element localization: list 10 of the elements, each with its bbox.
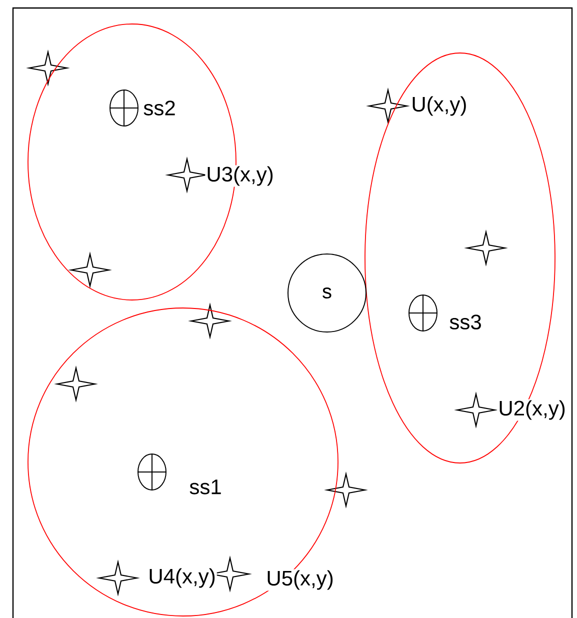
circle-node: s	[288, 254, 366, 332]
point-label: U5(x,y)	[265, 569, 335, 591]
point-label: ss3	[448, 314, 483, 330]
point-label: ss1	[188, 478, 223, 496]
point-label: U2(x,y)	[497, 399, 567, 421]
point-label: U4(x,y)	[147, 567, 217, 589]
point-label: U(x,y)	[410, 95, 468, 117]
point-label: U3(x,y)	[205, 165, 275, 187]
point-label: ss2	[142, 100, 177, 116]
cluster-ellipse	[28, 308, 338, 616]
